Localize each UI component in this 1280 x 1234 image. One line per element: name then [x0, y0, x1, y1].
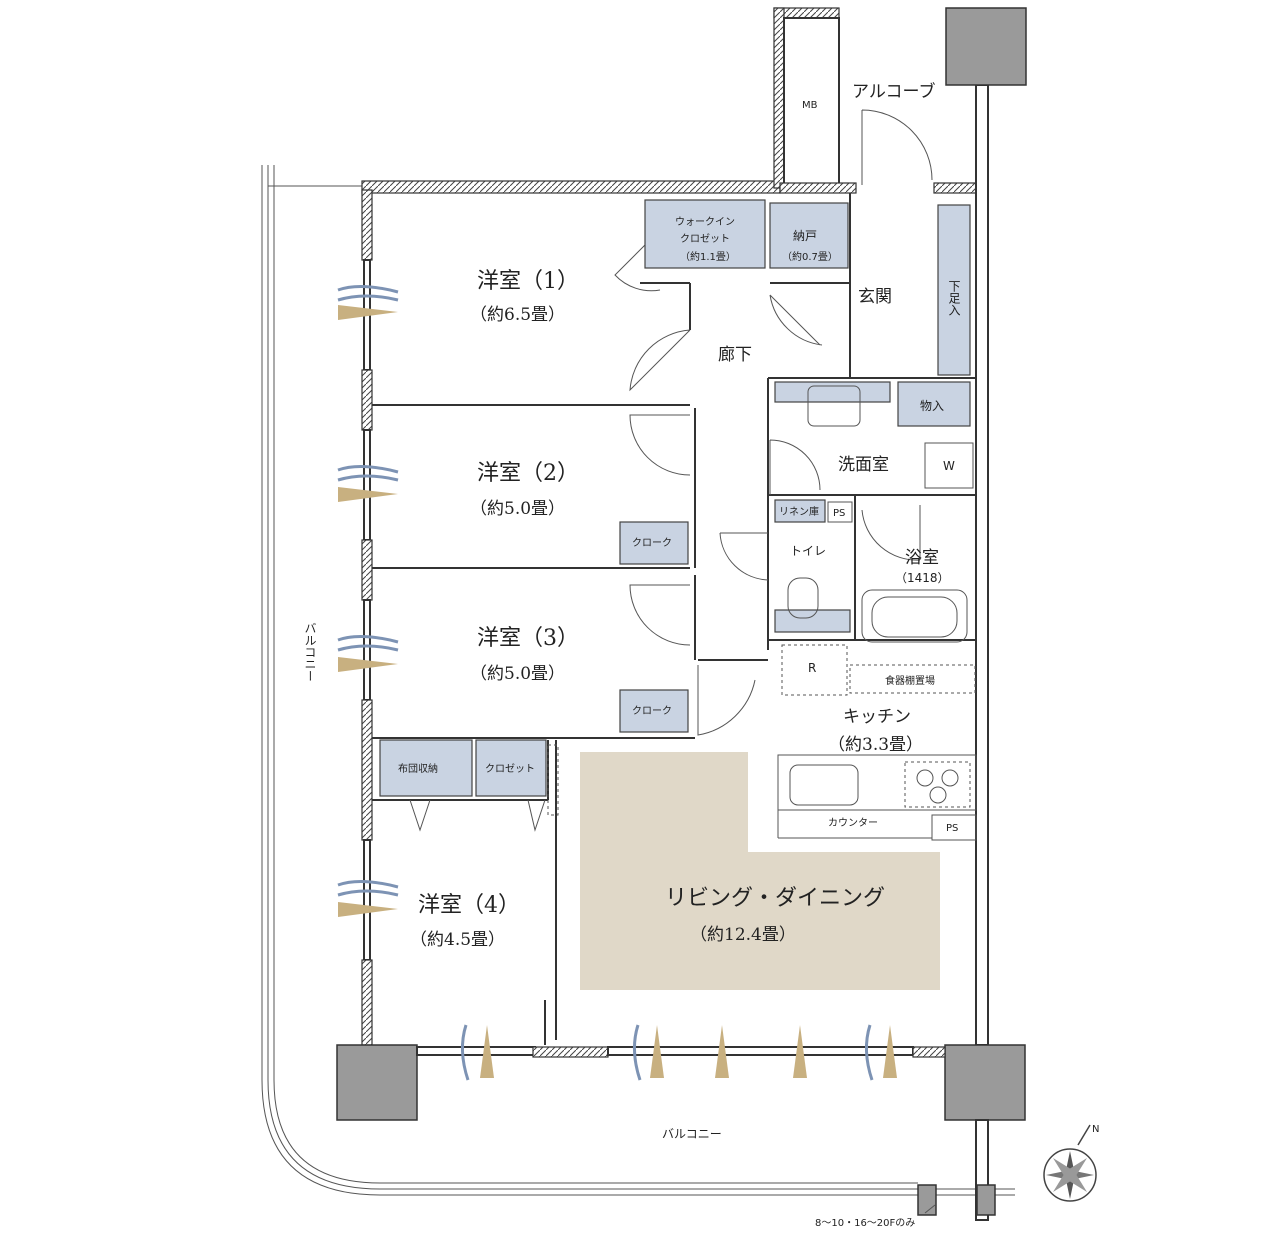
north-label: N	[1092, 1124, 1099, 1135]
nando-label: 納戸	[793, 229, 817, 243]
bath-name: 浴室	[905, 548, 939, 568]
western3-name: 洋室（3）	[477, 626, 579, 651]
mono-ire-storage	[897, 381, 971, 427]
dish-shelf-label: 食器棚置場	[885, 674, 935, 687]
shoe-box	[937, 204, 971, 376]
partitions	[372, 193, 976, 1045]
fixtures	[547, 385, 977, 841]
cloak-2-storage	[619, 521, 689, 565]
balcony-rail	[261, 165, 1015, 1196]
light-icon	[338, 305, 897, 1078]
futon-storage	[379, 739, 473, 797]
shoe-box-label: 下足入	[947, 280, 961, 316]
kitchen-size: （約3.3畳）	[828, 735, 923, 755]
walkin-size: （約1.1畳）	[680, 250, 736, 263]
counter-label: カウンター	[828, 817, 878, 829]
western2-name: 洋室（2）	[477, 461, 579, 486]
western1-size: （約6.5畳）	[470, 305, 565, 325]
mb-shaft	[773, 7, 977, 194]
cloak-2-label: クローク	[632, 537, 672, 549]
entrance-name: 玄関	[858, 287, 892, 307]
western2-size: （約5.0畳）	[470, 499, 565, 519]
nando-storage	[769, 202, 849, 269]
closet-storage	[475, 739, 547, 797]
post-bottom	[917, 1184, 937, 1216]
column-top-right	[945, 7, 1027, 86]
walkin-closet	[644, 199, 766, 269]
column-bottom-right	[944, 1044, 1026, 1121]
western1-name: 洋室（1）	[477, 269, 579, 294]
top-wall	[361, 180, 781, 194]
balcony-left-label: バルコニー	[303, 622, 317, 682]
ventilation-indicators	[337, 285, 897, 1081]
bath-size: （1418）	[895, 571, 950, 585]
bottom-wall	[416, 1046, 946, 1058]
walkin-label-1: ウォークイン	[675, 216, 735, 228]
toilet-name: トイレ	[790, 544, 826, 558]
post-bottom2	[976, 1184, 996, 1216]
living-name: リビング・ダイニング	[665, 886, 885, 911]
living-dining-area	[580, 752, 940, 990]
left-wall	[361, 189, 373, 1046]
western4-name: 洋室（4）	[418, 893, 520, 918]
washroom-name: 洗面室	[838, 455, 889, 475]
wind-icon	[337, 285, 874, 1081]
floor-note: 8〜10・16〜20Fのみ	[815, 1218, 915, 1229]
mb-label: MB	[802, 100, 818, 111]
balcony-bottom-label: バルコニー	[662, 1127, 722, 1141]
closet-label: クロゼット	[485, 763, 535, 775]
living-size: （約12.4畳）	[690, 925, 796, 945]
western4-size: （約4.5畳）	[410, 930, 505, 950]
right-wall	[975, 84, 989, 1046]
kitchen-name: キッチン	[843, 707, 911, 727]
vanity-counter	[774, 381, 891, 403]
alcove-label: アルコーブ	[852, 81, 935, 102]
toilet-counter	[774, 609, 851, 633]
compass-icon	[1043, 1124, 1097, 1202]
linen-storage	[774, 499, 826, 523]
western3-size: （約5.0畳）	[470, 664, 565, 684]
walkin-label-2: クロゼット	[680, 233, 730, 245]
fridge-label: R	[808, 661, 816, 675]
futon-label: 布団収納	[398, 762, 438, 775]
ps-label-2: PS	[946, 823, 958, 834]
doors	[409, 109, 933, 832]
washer-label: W	[943, 459, 955, 473]
cloak-3-storage	[619, 689, 689, 733]
hallway-name: 廊下	[718, 345, 752, 365]
column-bottom-left	[336, 1044, 418, 1121]
linen-label: リネン庫	[779, 505, 819, 518]
mono-ire-label: 物入	[920, 399, 944, 413]
nando-size: （約0.7畳）	[782, 250, 838, 263]
cloak-3-label: クローク	[632, 705, 672, 717]
ps-label-1: PS	[833, 508, 845, 519]
